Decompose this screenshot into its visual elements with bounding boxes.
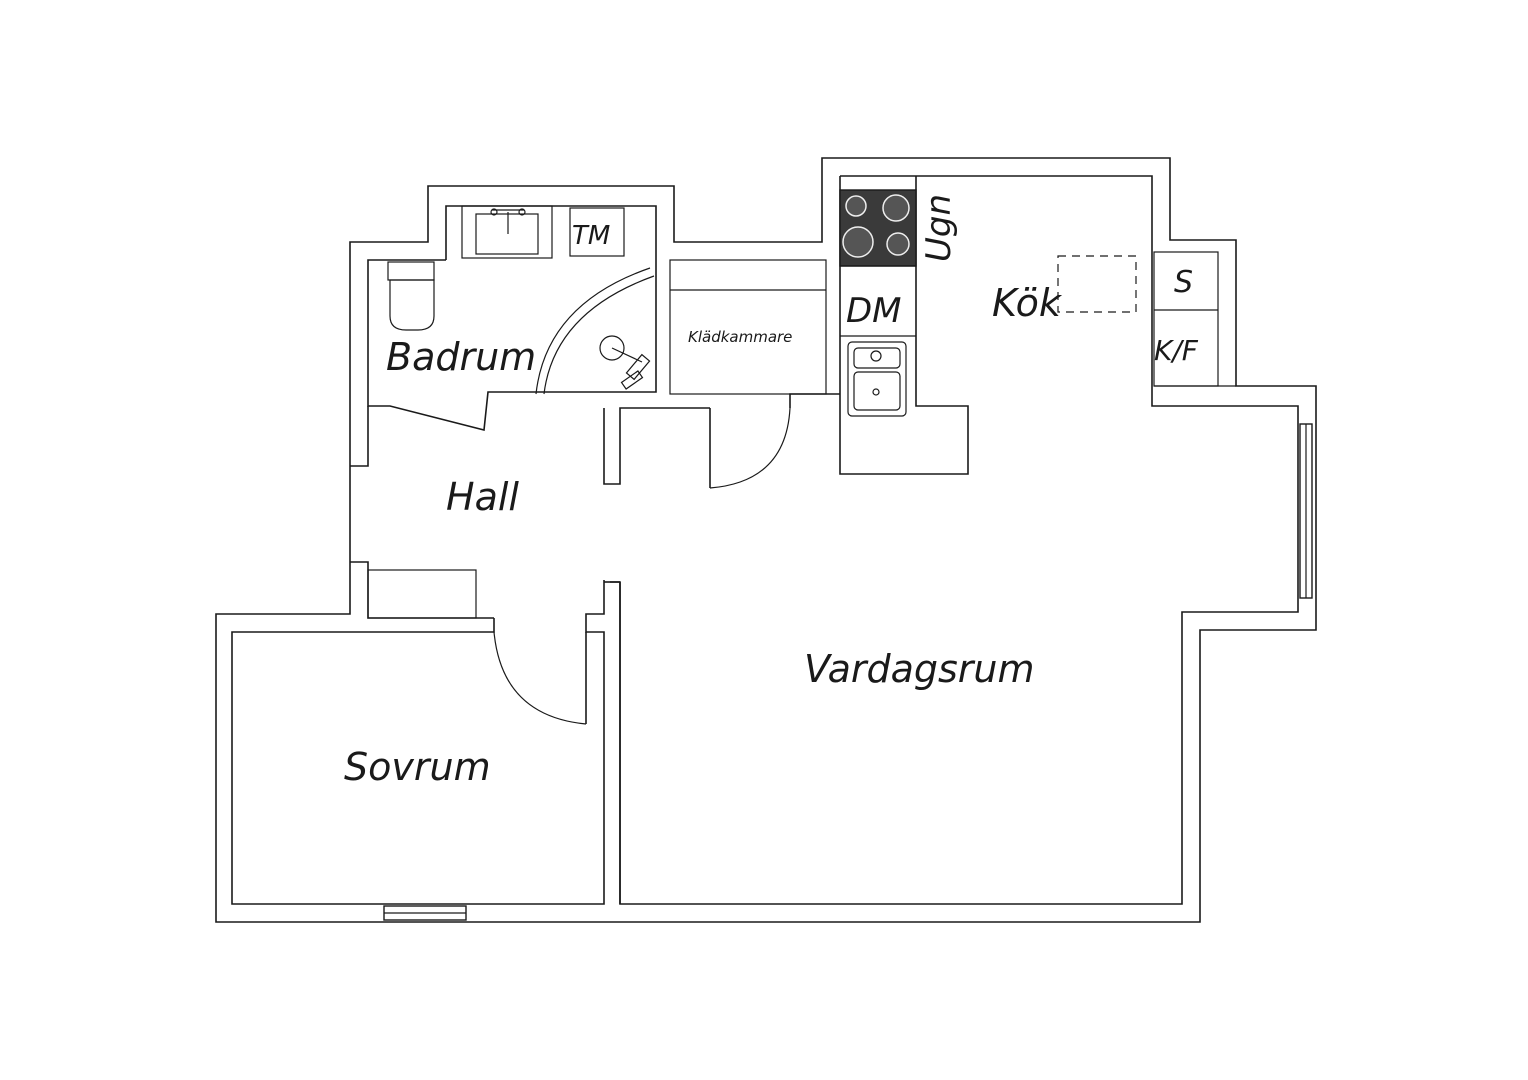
partition-bedroom-living	[231, 580, 605, 905]
outer-wall-outline	[215, 157, 1317, 923]
wardrobe	[367, 569, 477, 619]
label-kitchen: Kök	[992, 281, 1063, 325]
burner-icon	[845, 195, 867, 217]
hall-wall-left	[350, 406, 369, 467]
bathroom	[367, 205, 657, 432]
bedroom-door-swing	[493, 631, 587, 725]
partition-bath-closet	[603, 407, 710, 485]
inner-wall-kitchen-living	[610, 175, 1299, 905]
hall-walls	[231, 393, 840, 905]
dashed-area	[1057, 255, 1137, 313]
shower-curtain-inner	[543, 275, 655, 395]
kitchen	[839, 176, 1236, 475]
room-labels: Badrum Hall Klädkammare Kök Vardagsrum S…	[344, 281, 1063, 789]
kitchen-sink-icon	[847, 341, 907, 417]
windows	[383, 423, 1313, 921]
shower-drain-icon	[599, 335, 625, 361]
burner-icon	[886, 232, 910, 256]
burner-icon	[882, 194, 910, 222]
label-freezer: S	[1174, 265, 1193, 300]
sink-basin-small	[853, 347, 901, 369]
closet-outline	[669, 259, 827, 395]
label-bedroom: Sovrum	[344, 745, 491, 789]
label-oven: Ugn	[919, 194, 959, 262]
closet-door-swing	[709, 407, 791, 489]
closet	[669, 259, 827, 395]
shower-curtain	[535, 267, 651, 395]
fixture-labels: TM DM Ugn S K/F	[572, 194, 1199, 367]
label-closet: Klädkammare	[688, 328, 792, 346]
sink-tap-icon	[870, 350, 882, 362]
sink-icon	[475, 213, 539, 255]
partition-closet-bottom	[789, 393, 840, 408]
washing-machine-box	[569, 207, 625, 257]
label-fridge-freezer: K/F	[1154, 334, 1199, 367]
shower-mixer-icon	[625, 353, 651, 381]
bathroom-wall	[367, 205, 657, 432]
label-bathroom: Badrum	[386, 335, 536, 379]
sink-cabinet	[461, 205, 553, 259]
sink-drain-icon	[872, 388, 880, 396]
kitchen-counter	[839, 176, 969, 475]
tap-knob-right	[518, 208, 526, 216]
label-dishwasher: DM	[846, 291, 902, 331]
toilet-icon	[389, 279, 435, 331]
toilet-tank	[387, 261, 435, 281]
label-hall: Hall	[446, 475, 519, 519]
label-living-room: Vardagsrum	[804, 647, 1035, 691]
burner-icon	[842, 226, 874, 258]
label-washing-machine: TM	[572, 221, 610, 251]
sink-basin-large	[853, 371, 901, 411]
tap-knob-left	[490, 208, 498, 216]
shower-mixer-icon-2	[620, 370, 644, 390]
outer-walls	[215, 157, 1317, 923]
